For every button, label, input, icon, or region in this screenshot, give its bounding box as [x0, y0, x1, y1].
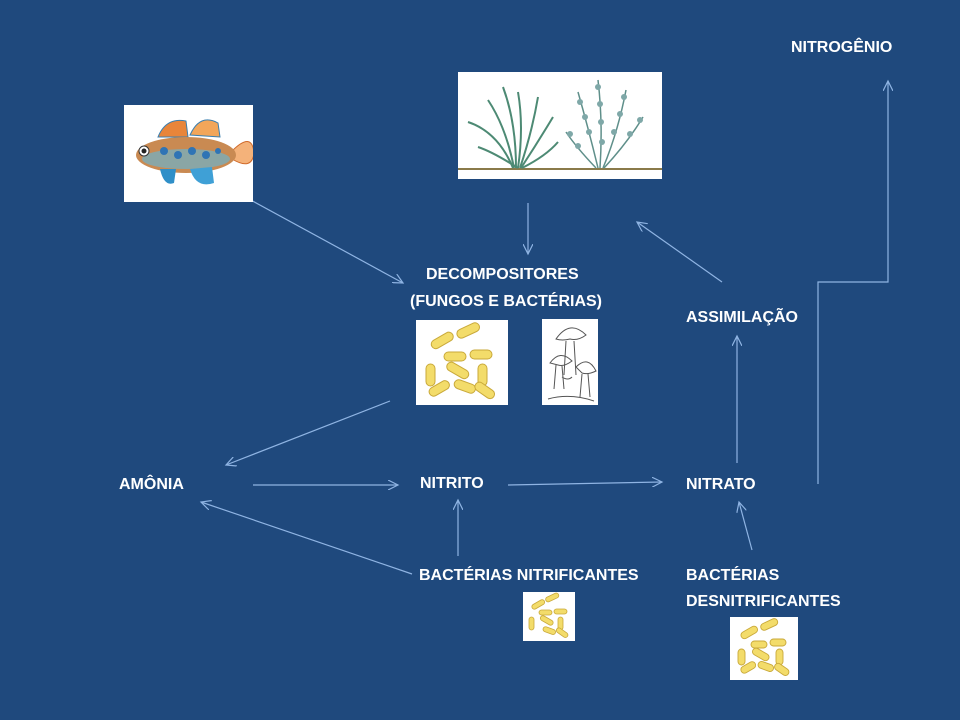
aquatic-plants-image [458, 72, 662, 179]
arrow-fish-to-decomposers [224, 185, 403, 283]
label-bacterias: BACTÉRIAS [686, 567, 780, 584]
label-fungos-bacterias: (FUNGOS E BACTÉRIAS) [410, 293, 602, 310]
label-amonia: AMÔNIA [119, 476, 184, 493]
arrow-decomposers-to-ammonia [226, 400, 391, 465]
fish-image [124, 105, 253, 202]
label-bacterias-nitrificantes: BACTÉRIAS NITRIFICANTES [419, 567, 639, 584]
label-decompositores: DECOMPOSITORES [426, 266, 579, 283]
bacteria-image [416, 320, 508, 405]
label-nitrato: NITRATO [686, 476, 756, 493]
label-nitrogenio: NITROGÊNIO [791, 39, 893, 56]
label-nitrito: NITRITO [420, 475, 484, 492]
denitrifying-bacteria-image [730, 617, 798, 680]
arrow-nitrate-to-nitrogen [817, 81, 888, 484]
nitrifying-bacteria-image [523, 592, 575, 641]
arrow-denitrifying-to-nitrate [739, 502, 753, 551]
label-assimilacao: ASSIMILAÇÃO [686, 309, 798, 326]
arrow-assimilation-to-plants [637, 222, 723, 283]
arrow-nitrite-to-nitrate [507, 482, 662, 485]
arrow-nitrifying-to-ammonia [201, 502, 413, 575]
mushroom-image [542, 319, 598, 405]
label-desnitrificantes: DESNITRIFICANTES [686, 593, 841, 610]
